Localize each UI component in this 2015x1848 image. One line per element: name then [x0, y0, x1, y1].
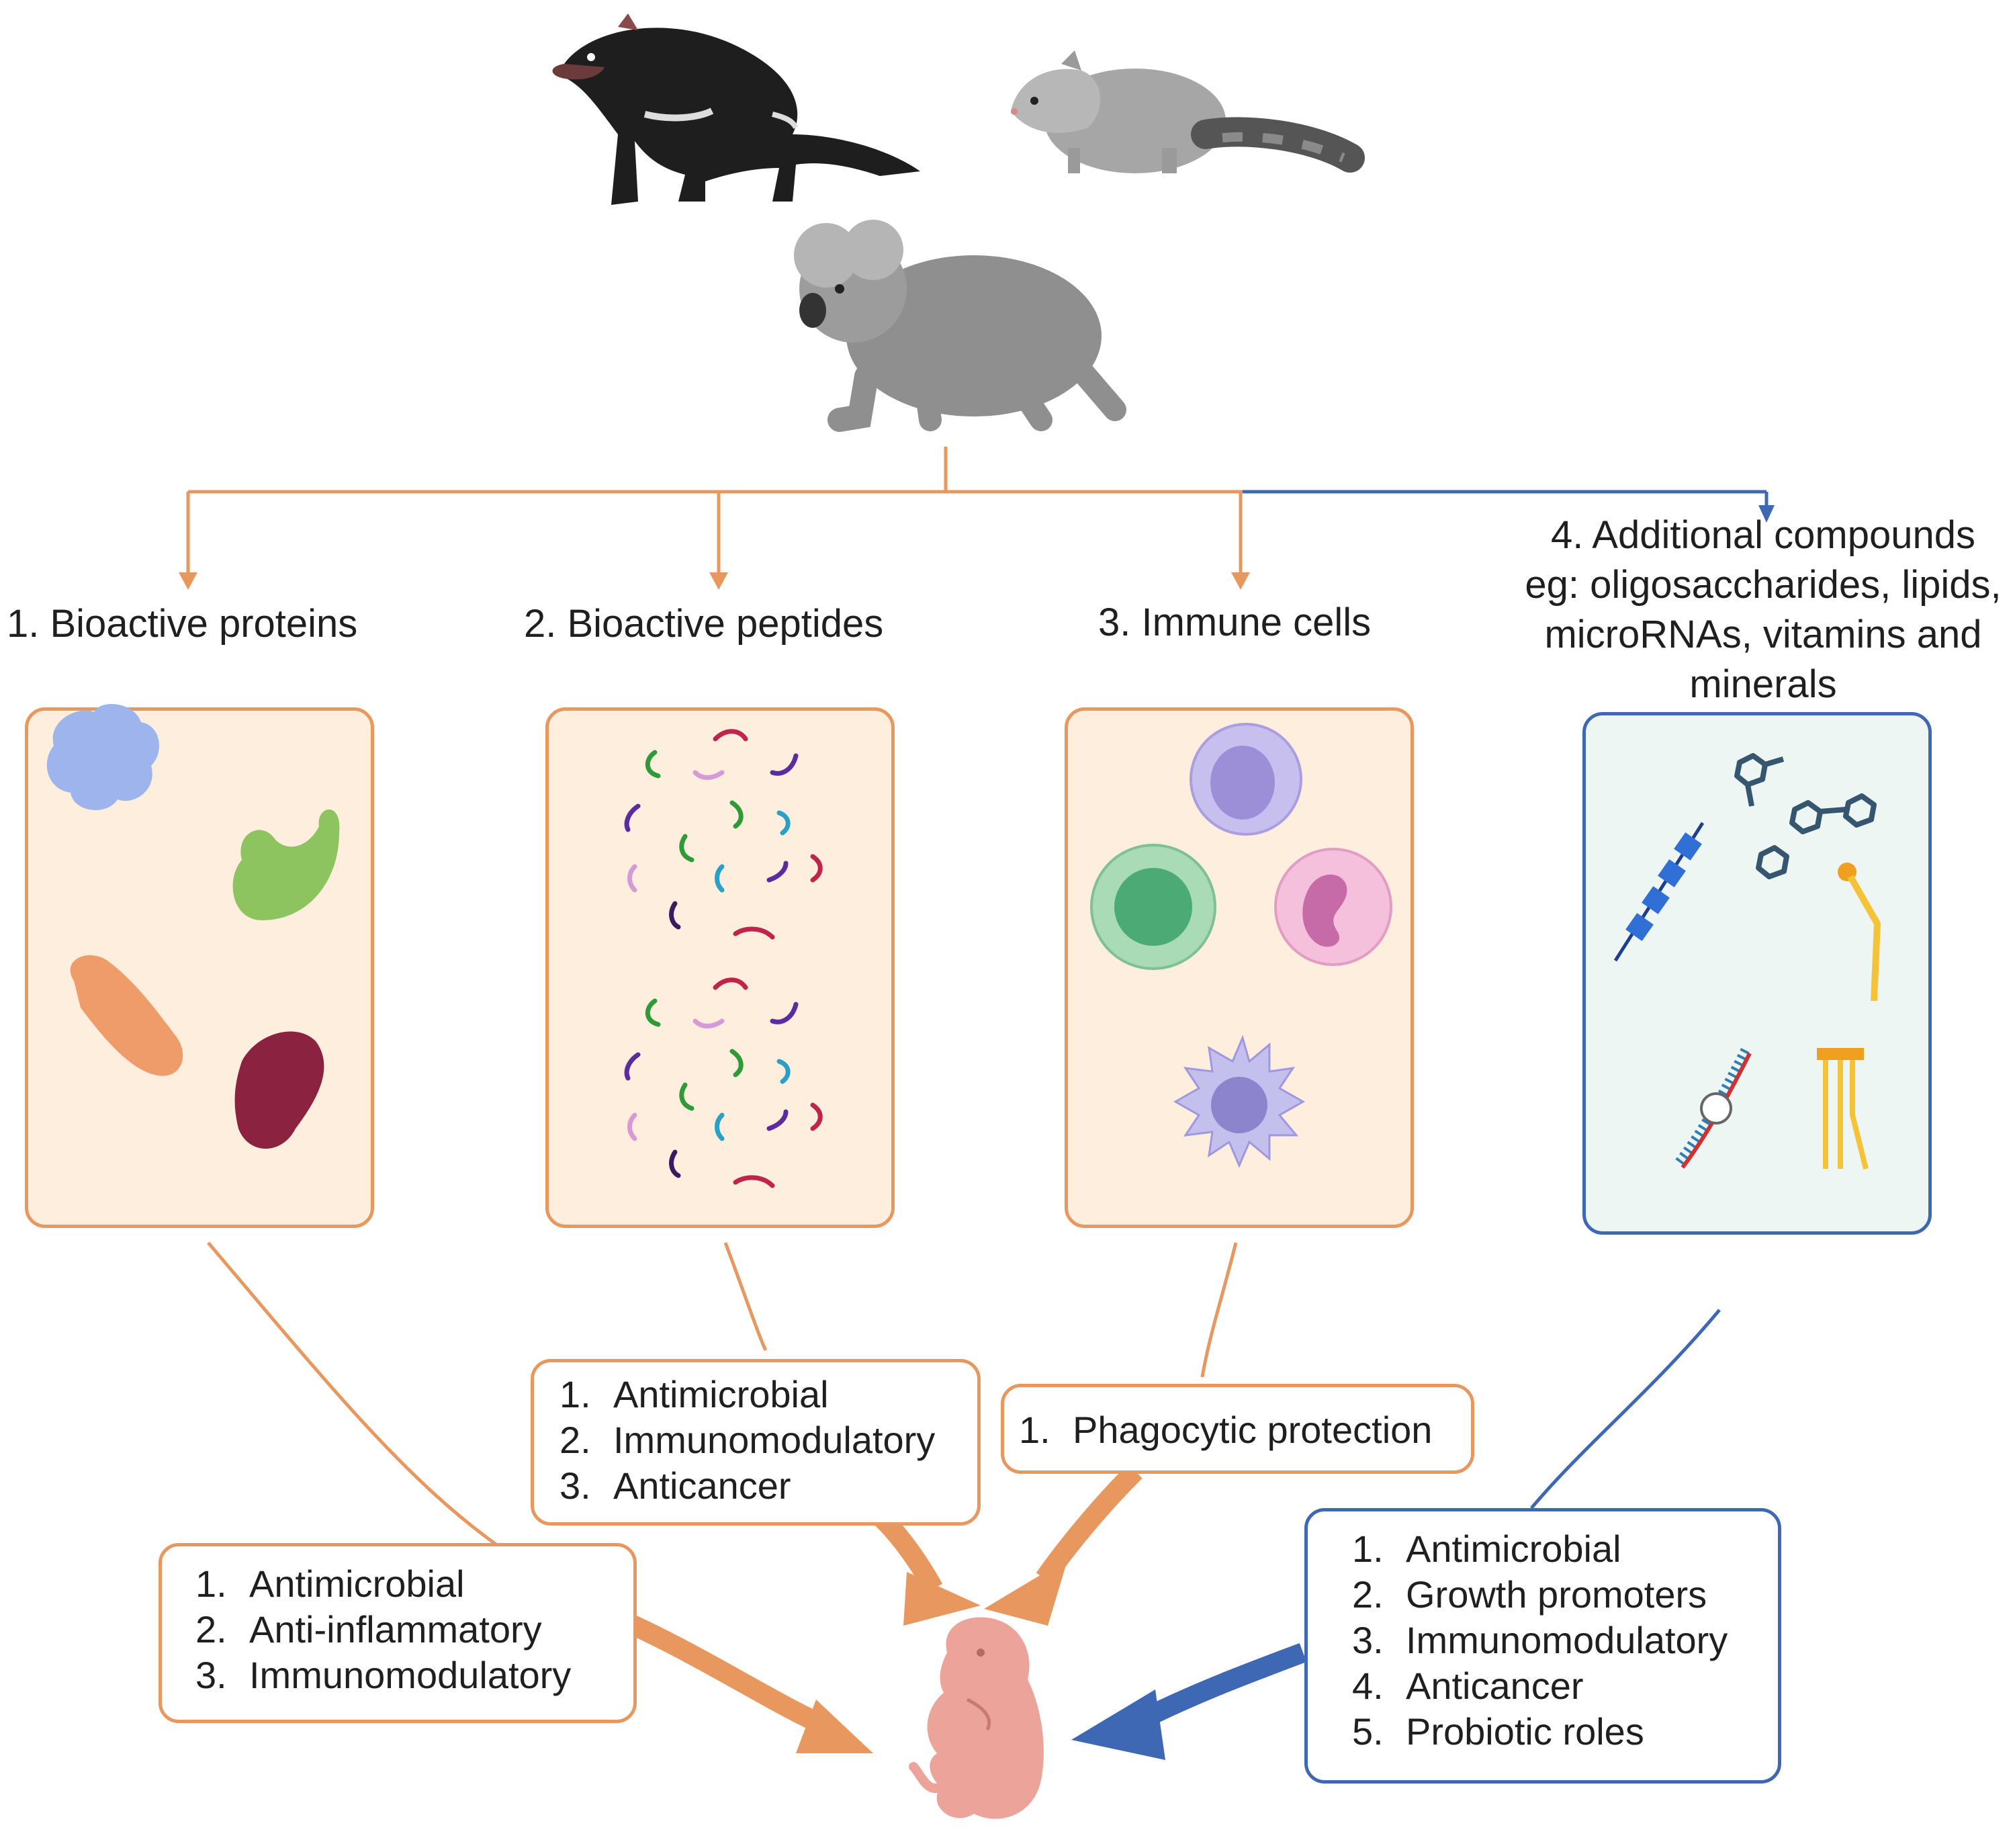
list-item: 1.Antimicrobial: [559, 1373, 829, 1415]
list-item: 1.Phagocytic protection: [1019, 1409, 1433, 1451]
panel-bioactive-peptides: [545, 707, 895, 1228]
source-connector-lines: [186, 447, 1768, 574]
additional-compounds-line-2: eg: oligosaccharides, lipids,: [1525, 563, 2002, 607]
joey-illustration: [909, 1617, 1044, 1819]
list-item: 2.Immunomodulatory: [559, 1419, 936, 1461]
additional-compounds-line-3: microRNAs, vitamins and: [1544, 613, 1982, 656]
function-box-peptides: 1.Antimicrobial 2.Immunomodulatory 3.Ant…: [531, 1359, 981, 1526]
immune-cells: [1090, 723, 1392, 1168]
list-item: 2.Anti-inflammatory: [195, 1608, 542, 1651]
list-item: 5.Probiotic roles: [1352, 1710, 1644, 1753]
list-item: 3.Anticancer: [559, 1464, 791, 1507]
additional-compound-icons: [1613, 753, 1881, 1170]
list-item: 1.Antimicrobial: [195, 1563, 465, 1605]
additional-compounds-line-4: minerals: [1689, 662, 1837, 706]
list-item: 1.Antimicrobial: [1352, 1528, 1621, 1570]
koala-illustration: [794, 220, 1126, 432]
category-label-bioactive-peptides: 2. Bioactive peptides: [524, 602, 884, 646]
protein-blobs: [46, 704, 340, 1149]
additional-compounds-line-1: 4. Additional compounds: [1551, 513, 1975, 557]
effect-arrowheads: [796, 1558, 1165, 1760]
function-box-proteins: 1.Antimicrobial 2.Anti-inflammatory 3.Im…: [159, 1543, 637, 1723]
peptide-fragments: [624, 729, 823, 1188]
function-box-additional-compounds: 1.Antimicrobial 2.Growth promoters 3.Imm…: [1304, 1508, 1781, 1784]
category-label-bioactive-proteins: 1. Bioactive proteins: [7, 602, 358, 646]
tasmanian-devil-illustration: [552, 13, 920, 206]
list-item: 3.Immunomodulatory: [195, 1654, 572, 1696]
category-label-additional-compounds: 4. Additional compounds eg: oligosacchar…: [1511, 511, 2015, 709]
function-box-immune-cells: 1.Phagocytic protection: [1001, 1384, 1474, 1474]
category-label-immune-cells: 3. Immune cells: [1098, 601, 1372, 644]
list-item: 3.Immunomodulatory: [1352, 1619, 1728, 1661]
possum-illustration: [1011, 50, 1365, 173]
arrowheads-down: [179, 505, 1775, 590]
list-item: 4.Anticancer: [1352, 1665, 1584, 1707]
list-item: 2.Growth promoters: [1352, 1573, 1707, 1616]
